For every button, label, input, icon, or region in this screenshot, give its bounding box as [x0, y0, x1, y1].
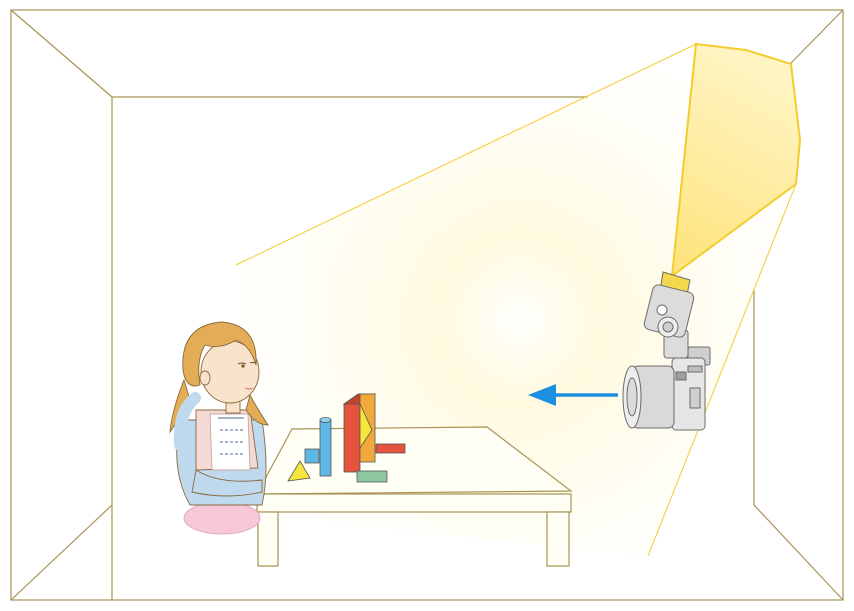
beam-edge-bottom — [647, 183, 797, 557]
child-arm — [173, 392, 201, 451]
arrow-left-icon — [528, 384, 618, 406]
room-outer-frame — [10, 9, 844, 601]
ceiling-corner-right — [789, 9, 844, 65]
flash-head-icon — [643, 271, 695, 338]
table-top — [255, 426, 573, 495]
ceiling-corner-left — [10, 9, 113, 98]
table — [255, 426, 573, 567]
toy-blocks — [287, 393, 406, 483]
camera-icon — [622, 271, 711, 431]
block-green-flat — [356, 470, 388, 483]
child-figure — [169, 321, 269, 535]
block-red-upright — [343, 403, 361, 473]
table-leg-right — [546, 511, 570, 567]
right-back-wall-edge — [753, 290, 844, 601]
block-yellow-triangle — [287, 460, 311, 482]
block-blue-cube — [304, 448, 320, 464]
room-outline — [10, 9, 844, 601]
block-red-flat — [375, 443, 406, 454]
child-braid-right — [245, 393, 269, 426]
beam-edge-top — [235, 43, 697, 266]
block-blue-cylinder — [319, 419, 332, 477]
table-apron — [256, 493, 572, 513]
floor-corner-left — [10, 504, 113, 601]
child-ear — [199, 370, 211, 386]
child-skirt — [183, 501, 261, 535]
child-hair — [182, 321, 257, 387]
table-leg-left — [257, 511, 279, 567]
block-yellow-triangle-on-red — [359, 403, 373, 450]
